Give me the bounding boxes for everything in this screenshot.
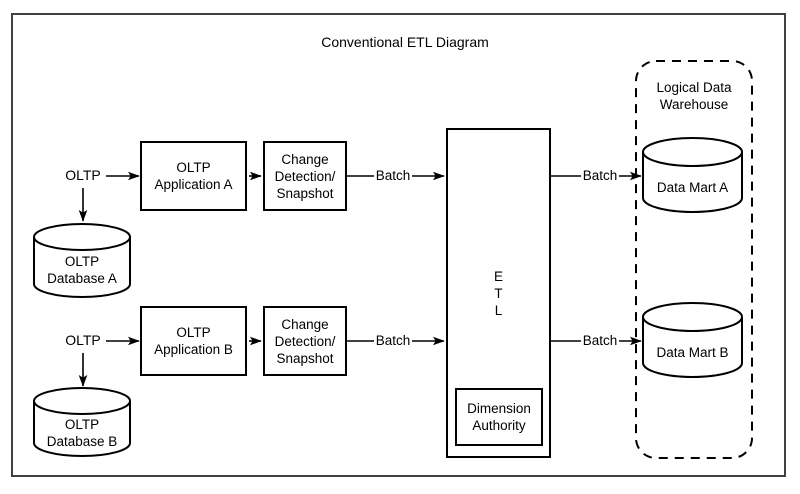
diagram-border <box>11 13 786 477</box>
oltp-database-a-label: OLTP Database A <box>47 254 117 286</box>
batch-label-text: Batch <box>580 333 620 348</box>
dimension-authority-box: Dimension Authority <box>455 388 543 446</box>
oltp-source-a-label: OLTP <box>65 167 101 183</box>
data-mart-b-cylinder <box>642 302 743 378</box>
logical-data-warehouse-container <box>635 60 753 459</box>
data-mart-b-label: Data Mart B <box>656 345 729 360</box>
change-detection-a-box: Change Detection/ Snapshot <box>263 141 347 211</box>
batch-b-to-etl-label: Batch <box>369 332 417 349</box>
oltp-database-b-label: OLTP Database B <box>46 417 118 449</box>
data-mart-a-label: Data Mart A <box>656 180 729 195</box>
batch-label-text: Batch <box>580 168 620 183</box>
oltp-source-b-label: OLTP <box>65 332 101 348</box>
oltp-application-a-box: OLTP Application A <box>140 141 247 211</box>
oltp-database-b-cylinder <box>33 387 131 457</box>
batch-etl-to-mart-b-label: Batch <box>576 332 624 349</box>
batch-a-to-etl-label: Batch <box>369 167 417 184</box>
oltp-database-a-cylinder <box>33 223 131 298</box>
logical-data-warehouse-label: Logical Data Warehouse <box>656 80 732 112</box>
diagram-title: Conventional ETL Diagram <box>321 34 489 50</box>
data-mart-a-cylinder <box>642 137 743 213</box>
batch-label-text: Batch <box>373 333 413 348</box>
batch-label-text: Batch <box>373 168 413 183</box>
change-detection-b-box: Change Detection/ Snapshot <box>263 306 347 376</box>
batch-etl-to-mart-a-label: Batch <box>576 167 624 184</box>
oltp-application-b-box: OLTP Application B <box>140 306 247 376</box>
